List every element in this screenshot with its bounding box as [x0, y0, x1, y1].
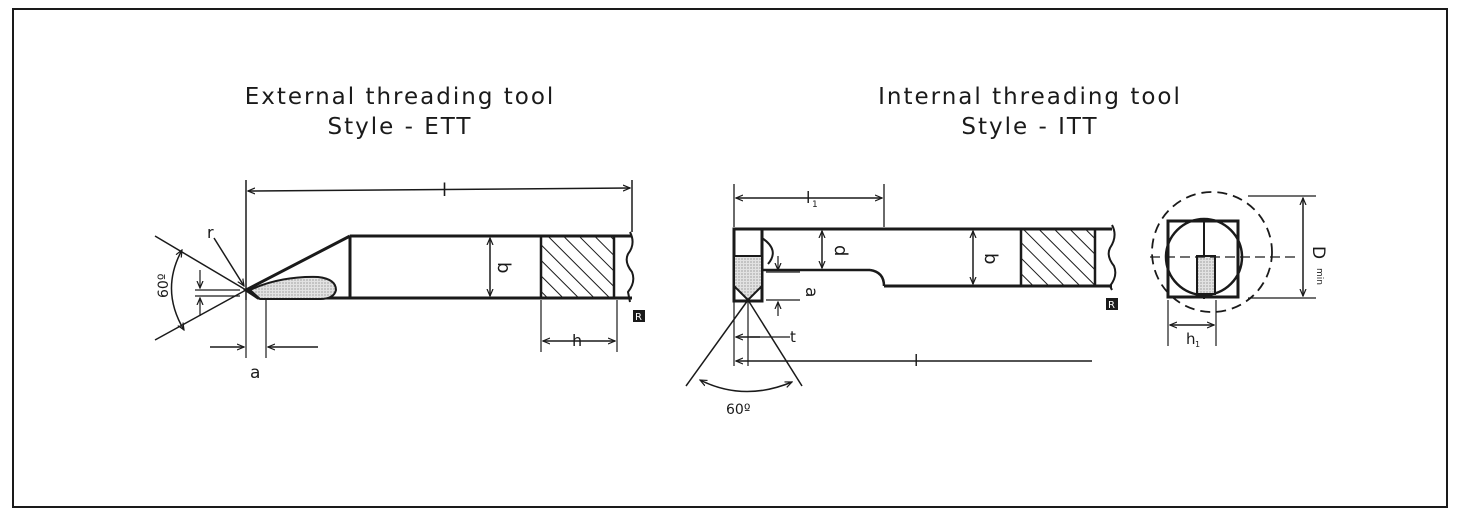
external-label-b: b — [493, 262, 514, 273]
internal-angle-arc — [700, 380, 792, 393]
external-label-angle: 60º — [156, 274, 172, 298]
internal-hand-mark: R — [1108, 300, 1115, 311]
end-view-label-d: D — [1308, 246, 1328, 259]
external-hand-mark: R — [635, 312, 642, 323]
external-hand-mark-box — [633, 310, 645, 322]
external-tool-title: External threading tool Style - ETT — [190, 82, 610, 142]
internal-label-t: t — [790, 328, 796, 346]
internal-tool-drawing — [685, 184, 1117, 393]
external-label-r: r — [207, 223, 214, 242]
internal-label-a: a — [801, 287, 821, 297]
internal-label-angle: 60º — [726, 402, 750, 418]
internal-label-l1-sub: 1 — [812, 200, 818, 210]
internal-tool-tip — [733, 255, 763, 302]
external-tool-break-line — [625, 231, 635, 303]
internal-tool-title: Internal threading tool Style - ITT — [800, 82, 1260, 142]
external-tool-title-line1: External threading tool — [244, 84, 556, 110]
external-length-dim — [248, 188, 630, 191]
internal-tool-title-line2: Style - ITT — [961, 114, 1099, 140]
external-tool-drawing — [154, 180, 635, 358]
internal-label-b: b — [980, 253, 1001, 264]
technical-drawing: l r b h a 60º R — [154, 180, 1328, 418]
internal-label-l: l — [914, 351, 918, 370]
external-tool-insert — [248, 275, 338, 300]
external-r-leader — [213, 237, 244, 286]
external-tool-title-line2: Style - ETT — [327, 114, 473, 140]
end-view-label-d-sub: min — [1314, 268, 1324, 285]
external-tool-section-hatch — [539, 234, 616, 300]
external-angle-arc — [170, 250, 184, 330]
internal-hand-mark-box — [1106, 298, 1118, 310]
internal-label-l1: l — [806, 188, 810, 207]
external-label-l: l — [442, 180, 447, 201]
end-view-bore-circle — [1151, 191, 1273, 313]
internal-tool-break-line — [1107, 224, 1117, 291]
internal-tool-section-hatch — [1019, 227, 1097, 288]
end-view-label-h1: h — [1186, 330, 1196, 348]
external-label-h: h — [572, 331, 582, 350]
end-view-insert — [1196, 255, 1216, 295]
end-view-label-h1-sub: 1 — [1195, 340, 1200, 349]
external-label-a: a — [250, 363, 260, 383]
internal-tool-title-line1: Internal threading tool — [878, 84, 1182, 110]
internal-label-d: d — [830, 245, 851, 256]
end-view-drawing — [1150, 191, 1316, 346]
